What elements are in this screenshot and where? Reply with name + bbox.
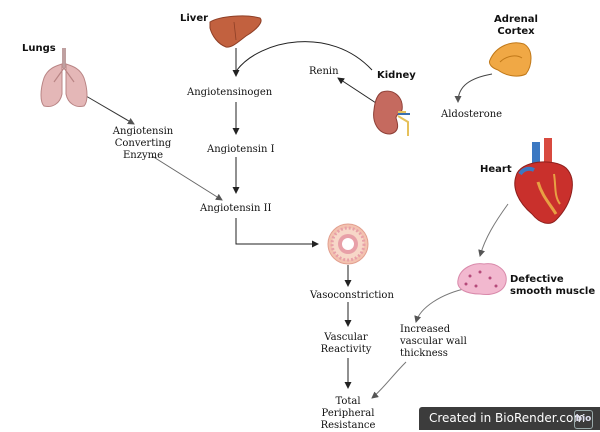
kidney-icon xyxy=(373,90,410,136)
biorender-logo-icon: bio xyxy=(574,410,593,429)
label-liver: Liver xyxy=(180,13,209,24)
label-vascular-reactivity: Vascular Reactivity xyxy=(320,332,372,355)
arrow-muscle-wall xyxy=(414,287,469,323)
label-heart: Heart xyxy=(480,164,512,175)
smooth-muscle-icon xyxy=(457,263,507,295)
liver-icon xyxy=(209,15,262,48)
arrow-lungs-ace xyxy=(85,95,135,125)
arrow-adrenal-aldosterone xyxy=(454,73,493,103)
badge-text: Created in BioRender.com xyxy=(429,411,586,425)
label-aldosterone: Aldosterone xyxy=(441,109,503,120)
heart-icon xyxy=(514,138,573,224)
label-lungs: Lungs xyxy=(22,43,56,54)
label-adrenal-cortex: Adrenal Cortex xyxy=(494,14,538,37)
lungs-icon xyxy=(40,48,88,107)
label-angiotensin-i: Angiotensin I xyxy=(207,144,275,155)
label-angiotensinogen: Angiotensinogen xyxy=(187,87,273,98)
label-total-peripheral-resistance: Total Peripheral Resistance xyxy=(320,396,376,431)
arrow-kidney-to-renin xyxy=(337,77,377,104)
label-kidney: Kidney xyxy=(377,70,416,81)
arrow-heart-muscle xyxy=(478,203,509,257)
label-defective-smooth-muscle: Defective smooth muscle xyxy=(510,274,596,297)
vessel-cross-section-icon xyxy=(327,223,369,265)
label-angiotensin-ii: Angiotensin II xyxy=(200,203,272,214)
adrenal-gland-icon xyxy=(489,42,532,77)
arrow-wall-tpr xyxy=(371,361,407,399)
biorender-badge[interactable]: Created in BioRender.com bio xyxy=(419,407,600,430)
label-vasoconstriction: Vasoconstriction xyxy=(310,290,394,301)
label-ace: Angiotensin Converting Enzyme xyxy=(112,126,174,161)
arrow-angII-vessel xyxy=(235,218,319,248)
label-renin: Renin xyxy=(309,66,339,77)
label-increased-wall-thickness: Increased vascular wall thickness xyxy=(400,324,467,359)
arrow-kidney-renin xyxy=(236,41,373,71)
arrow-ace-angII xyxy=(151,155,223,201)
